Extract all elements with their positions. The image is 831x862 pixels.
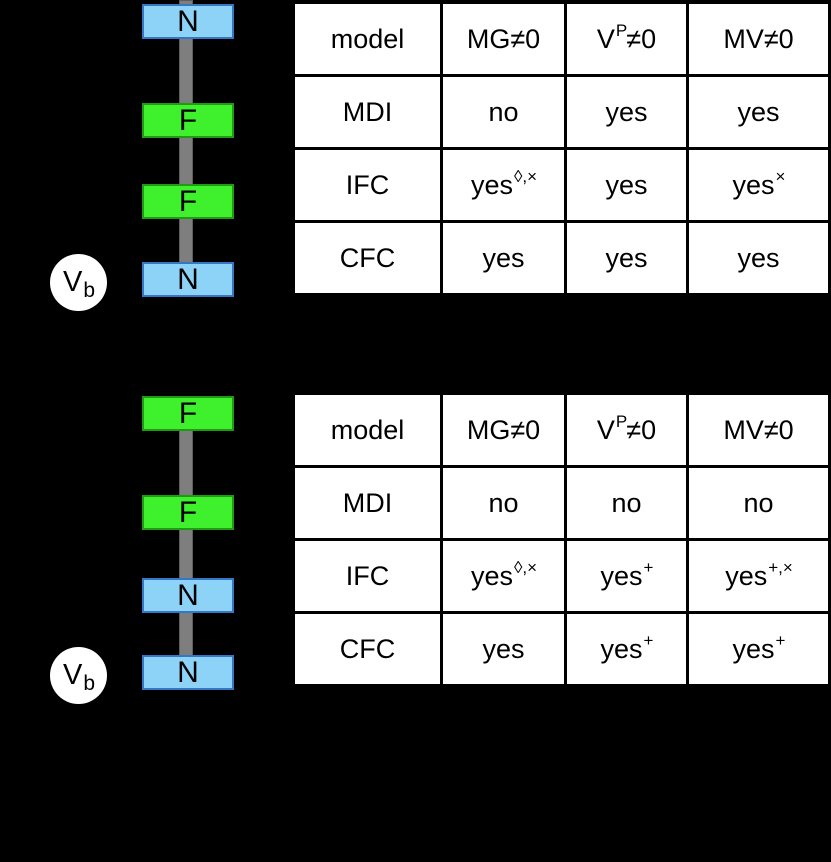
table-cell: yes◊,× (440, 147, 567, 223)
table-row-ifc: IFC yes◊,× yes yes× (292, 147, 831, 223)
comparison-table-top: model MG≠0 VP≠0 MV≠0 MDI no yes yes IFC … (292, 1, 831, 296)
bias-symbol: V (62, 659, 83, 691)
comparison-table-bottom: model MG≠0 VP≠0 MV≠0 MDI no no no IFC ye… (292, 392, 831, 687)
layer-ferromagnet: F (142, 184, 234, 219)
header-vp: VP≠0 (564, 392, 689, 468)
layer-normal-metal: N (142, 4, 234, 39)
bias-subscript: b (83, 672, 96, 695)
table-cell: yes (686, 220, 831, 296)
table-cell: yes (564, 147, 689, 223)
table-cell: no (440, 74, 567, 150)
table-cell: no (564, 465, 689, 541)
row-label: CFC (292, 220, 443, 296)
layer-normal-metal: N (142, 262, 234, 297)
layer-ferromagnet: F (142, 103, 234, 138)
table-row-cfc: CFC yes yes+ yes+ (292, 611, 831, 687)
bias-subscript: b (83, 279, 96, 302)
table-cell: yes× (686, 147, 831, 223)
table-row-mdi: MDI no no no (292, 465, 831, 541)
table-header-row: model MG≠0 VP≠0 MV≠0 (292, 392, 831, 468)
table-cell: yes◊,× (440, 538, 567, 614)
header-mg: MG≠0 (440, 1, 567, 77)
table-cell: yes (440, 611, 567, 687)
table-header-row: model MG≠0 VP≠0 MV≠0 (292, 1, 831, 77)
table-cell: no (686, 465, 831, 541)
table-cell: no (440, 465, 567, 541)
header-mg: MG≠0 (440, 392, 567, 468)
table-row-mdi: MDI no yes yes (292, 74, 831, 150)
row-label: CFC (292, 611, 443, 687)
table-row-ifc: IFC yes◊,× yes+ yes+,× (292, 538, 831, 614)
table-cell: yes+ (564, 538, 689, 614)
row-label: MDI (292, 465, 443, 541)
bias-symbol: V (62, 266, 83, 298)
table-row-cfc: CFC yes yes yes (292, 220, 831, 296)
header-mv: MV≠0 (686, 392, 831, 468)
row-label: IFC (292, 538, 443, 614)
header-vp: VP≠0 (564, 1, 689, 77)
layer-ferromagnet: F (142, 495, 234, 530)
header-mv: MV≠0 (686, 1, 831, 77)
row-label: IFC (292, 147, 443, 223)
table-cell: yes (564, 74, 689, 150)
table-cell: yes+ (564, 611, 689, 687)
spacer-bar (179, 410, 193, 672)
row-label: MDI (292, 74, 443, 150)
header-model: model (292, 392, 443, 468)
layer-normal-metal: N (142, 578, 234, 613)
table-cell: yes+,× (686, 538, 831, 614)
layer-ferromagnet: F (142, 396, 234, 431)
table-cell: yes (564, 220, 689, 296)
header-model: model (292, 1, 443, 77)
spacer-bar (179, 0, 193, 280)
table-cell: yes (440, 220, 567, 296)
table-cell: yes (686, 74, 831, 150)
layer-normal-metal: N (142, 655, 234, 690)
table-cell: yes+ (686, 611, 831, 687)
